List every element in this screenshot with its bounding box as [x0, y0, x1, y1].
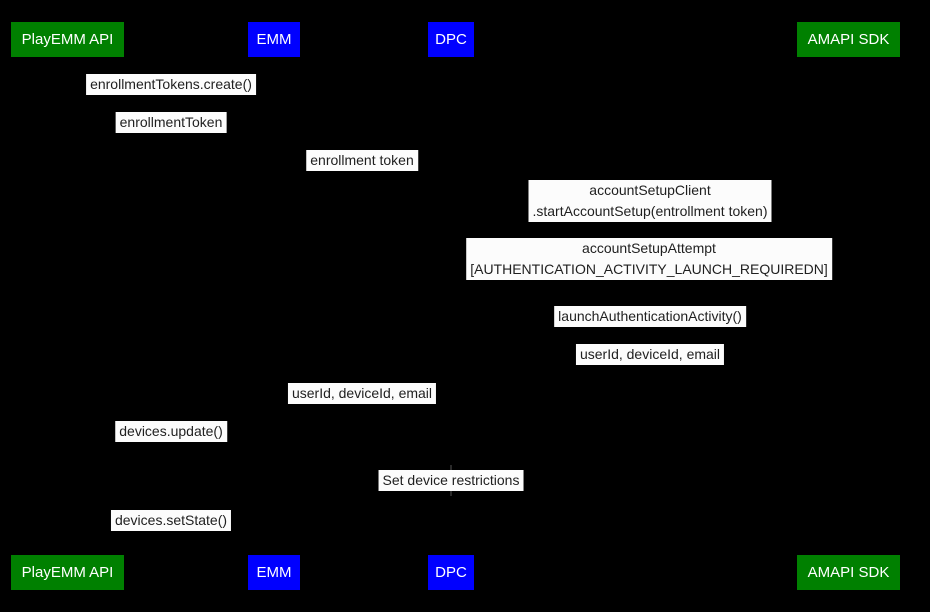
message-account-setup-attempt: accountSetupAttempt [AUTHENTICATION_ACTI… [466, 238, 832, 280]
actor-playemm-api-top: PlayEMM API [11, 22, 124, 57]
actor-playemm-api-bottom: PlayEMM API [11, 555, 124, 590]
actor-amapi-sdk-bottom: AMAPI SDK [797, 555, 900, 590]
message-start-account-setup: accountSetupClient .startAccountSetup(en… [528, 180, 772, 222]
actor-dpc-bottom: DPC [428, 555, 474, 590]
message-launch-authentication-activity: launchAuthenticationActivity() [554, 306, 746, 327]
message-devices-setstate: devices.setState() [110, 510, 232, 531]
actor-emm-top: EMM [248, 22, 300, 57]
message-line: accountSetupAttempt [582, 240, 716, 256]
message-line: accountSetupClient [589, 182, 711, 198]
message-enrollmenttokens-create: enrollmentTokens.create() [86, 74, 256, 95]
message-set-device-restrictions: Set device restrictions [378, 470, 524, 491]
actor-emm-bottom: EMM [248, 555, 300, 590]
lifeline-tick-top [450, 465, 452, 470]
message-line: [AUTHENTICATION_ACTIVITY_LAUNCH_REQUIRED… [470, 261, 828, 277]
lifeline-tick-bottom [450, 491, 452, 496]
actor-dpc-top: DPC [428, 22, 474, 57]
message-userid-deviceid-email-left: userId, deviceId, email [287, 383, 437, 404]
message-devices-update: devices.update() [115, 421, 227, 442]
message-userid-deviceid-email-right: userId, deviceId, email [575, 344, 725, 365]
actor-amapi-sdk-top: AMAPI SDK [797, 22, 900, 57]
message-enrollmenttoken: enrollmentToken [115, 112, 227, 133]
message-enrollment-token: enrollment token [306, 150, 418, 171]
message-line: .startAccountSetup(entrollment token) [532, 203, 768, 219]
